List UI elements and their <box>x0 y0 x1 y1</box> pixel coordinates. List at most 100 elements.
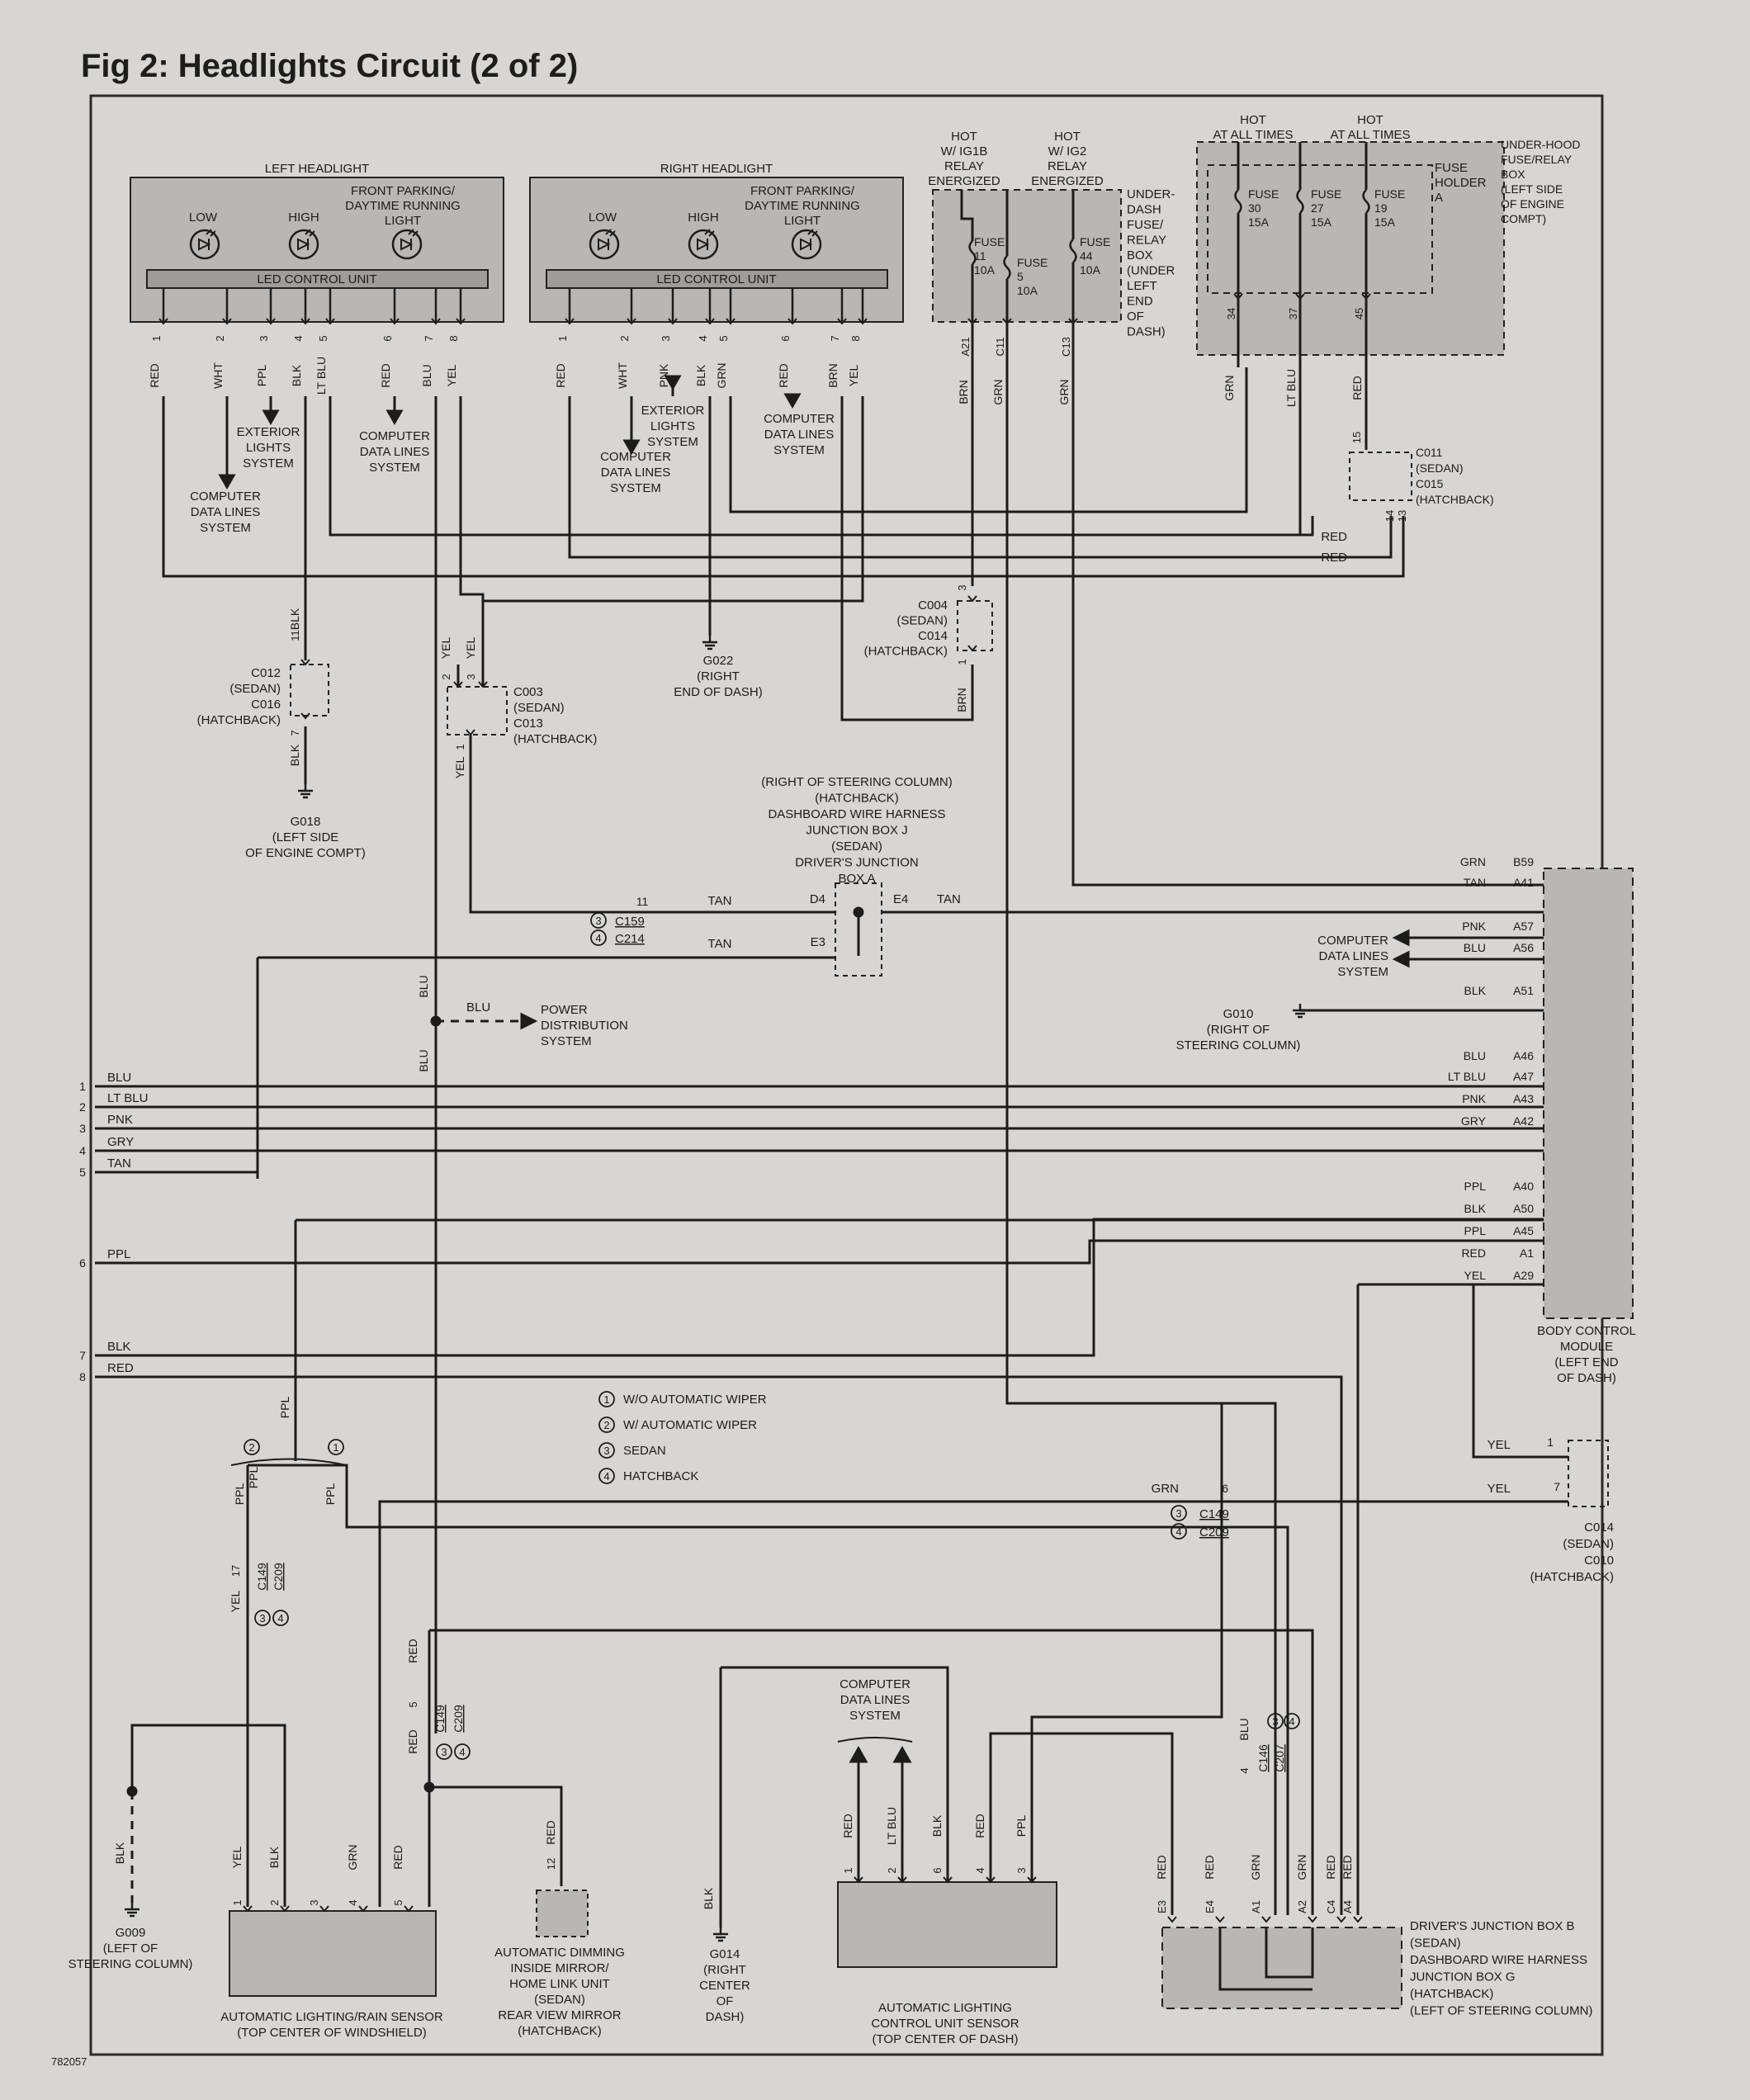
c011-connector <box>1349 452 1412 501</box>
label: A45 <box>1513 1224 1534 1237</box>
label: YEL <box>1464 1269 1487 1282</box>
pin-mark <box>1215 1916 1225 1923</box>
label: SYSTEM <box>541 1034 592 1048</box>
wire <box>840 396 974 721</box>
fuse-icon <box>1362 189 1370 214</box>
ground-icon <box>713 1927 728 1942</box>
label: 34 <box>1225 308 1237 319</box>
label: DISTRIBUTION <box>541 1019 628 1033</box>
arrow-icon <box>849 1745 868 1763</box>
pin-mark <box>837 318 847 325</box>
option-number-icon <box>598 1468 615 1484</box>
label: COMPUTER <box>1317 934 1388 948</box>
label: HOME LINK UNIT <box>509 1977 610 1991</box>
label: E3 <box>1156 1900 1168 1913</box>
label: YEL <box>1488 1438 1511 1452</box>
label: (RIGHT <box>703 1963 746 1977</box>
label: (LEFT END <box>1554 1355 1618 1369</box>
label: (SEDAN) <box>513 701 565 715</box>
label: DASHBOARD WIRE HARNESS <box>768 807 945 821</box>
label: CONTROL UNIT SENSOR <box>871 2017 1019 2031</box>
label: A56 <box>1513 941 1534 954</box>
label: GRN <box>346 1844 359 1870</box>
label: PPL <box>324 1483 337 1506</box>
label: YEL <box>229 1591 242 1613</box>
pin-mark <box>300 712 310 720</box>
wire <box>1218 1927 1312 1991</box>
bus-wire-color: RED <box>107 1361 134 1375</box>
pin-mark <box>280 1905 290 1913</box>
pin-mark <box>943 1876 953 1884</box>
label: FUSE <box>1311 187 1341 201</box>
ground-icon <box>125 1903 140 1918</box>
label: RED <box>1155 1855 1168 1880</box>
pin-mark <box>1353 1916 1363 1923</box>
wire-color: BLK <box>694 364 707 386</box>
label: (SEDAN) <box>534 1993 585 2007</box>
label: UNDER-HOOD <box>1501 138 1580 151</box>
label: LIGHTS <box>650 419 695 433</box>
label: (HATCHBACK) <box>864 645 948 659</box>
label: E3 <box>811 935 825 949</box>
fuse-icon <box>1296 189 1304 214</box>
pin-mark <box>705 318 715 325</box>
label: RED <box>1324 1855 1337 1880</box>
label: 7 <box>289 730 301 735</box>
label: 2 <box>268 1899 281 1905</box>
label: 19 <box>1374 201 1388 215</box>
label: C159 <box>615 915 645 929</box>
arrow-icon <box>1392 950 1410 968</box>
wire-color: GRN <box>715 362 728 388</box>
label: C13 <box>1060 337 1072 357</box>
pin-mark <box>478 681 488 688</box>
label: G014 <box>710 1947 740 1961</box>
bus-number: 2 <box>79 1100 86 1114</box>
label: GRY <box>1461 1114 1487 1128</box>
label: 15 <box>1350 432 1363 443</box>
mirror-connector <box>536 1890 589 1937</box>
label: HOT <box>1054 130 1081 144</box>
option-number: 3 <box>441 1746 447 1758</box>
wire-color: RED <box>379 363 392 388</box>
ground-icon <box>702 636 717 650</box>
underhood-fuse-box <box>1196 141 1505 356</box>
label: 27 <box>1311 201 1324 215</box>
label: (LEFT SIDE <box>1501 182 1563 196</box>
pin-mark <box>319 1905 329 1913</box>
fuse-icon <box>1003 255 1011 280</box>
label: 15A <box>1374 215 1396 229</box>
label: EXTERIOR <box>641 404 705 418</box>
label: 12 <box>545 1858 557 1870</box>
option-number: 2 <box>603 1419 609 1431</box>
label: 1 <box>1547 1435 1554 1449</box>
label: BODY CONTROL <box>1537 1324 1636 1338</box>
label: DATA LINES <box>191 505 260 519</box>
label: BLK <box>930 1814 944 1837</box>
label: 11 <box>974 249 986 262</box>
pin-number: 8 <box>447 335 460 341</box>
wire <box>483 396 864 603</box>
label: BLK <box>267 1846 281 1868</box>
label: BLK <box>1464 1202 1487 1215</box>
label: BLK <box>288 744 301 766</box>
pin-mark <box>300 659 310 666</box>
label: 2 <box>440 674 452 679</box>
label: FUSE <box>974 235 1005 248</box>
label: 14 <box>1383 510 1396 522</box>
label: A1 <box>1250 1900 1262 1913</box>
label: BLU <box>1237 1718 1251 1740</box>
label: LEFT <box>1127 279 1157 293</box>
label: RED <box>1321 530 1347 544</box>
label: HOT <box>1357 113 1383 127</box>
label: 3 <box>308 1899 320 1905</box>
label: CENTER <box>699 1979 750 1993</box>
label: YEL <box>230 1847 244 1869</box>
label: 44 <box>1080 249 1093 262</box>
label: DATA LINES <box>601 466 670 480</box>
label: RED <box>841 1814 854 1838</box>
bus-wire-color: TAN <box>107 1156 131 1171</box>
label: 7 <box>1554 1480 1560 1493</box>
pin-number: 2 <box>214 335 226 341</box>
wire <box>469 735 660 914</box>
label: A41 <box>1513 876 1534 889</box>
